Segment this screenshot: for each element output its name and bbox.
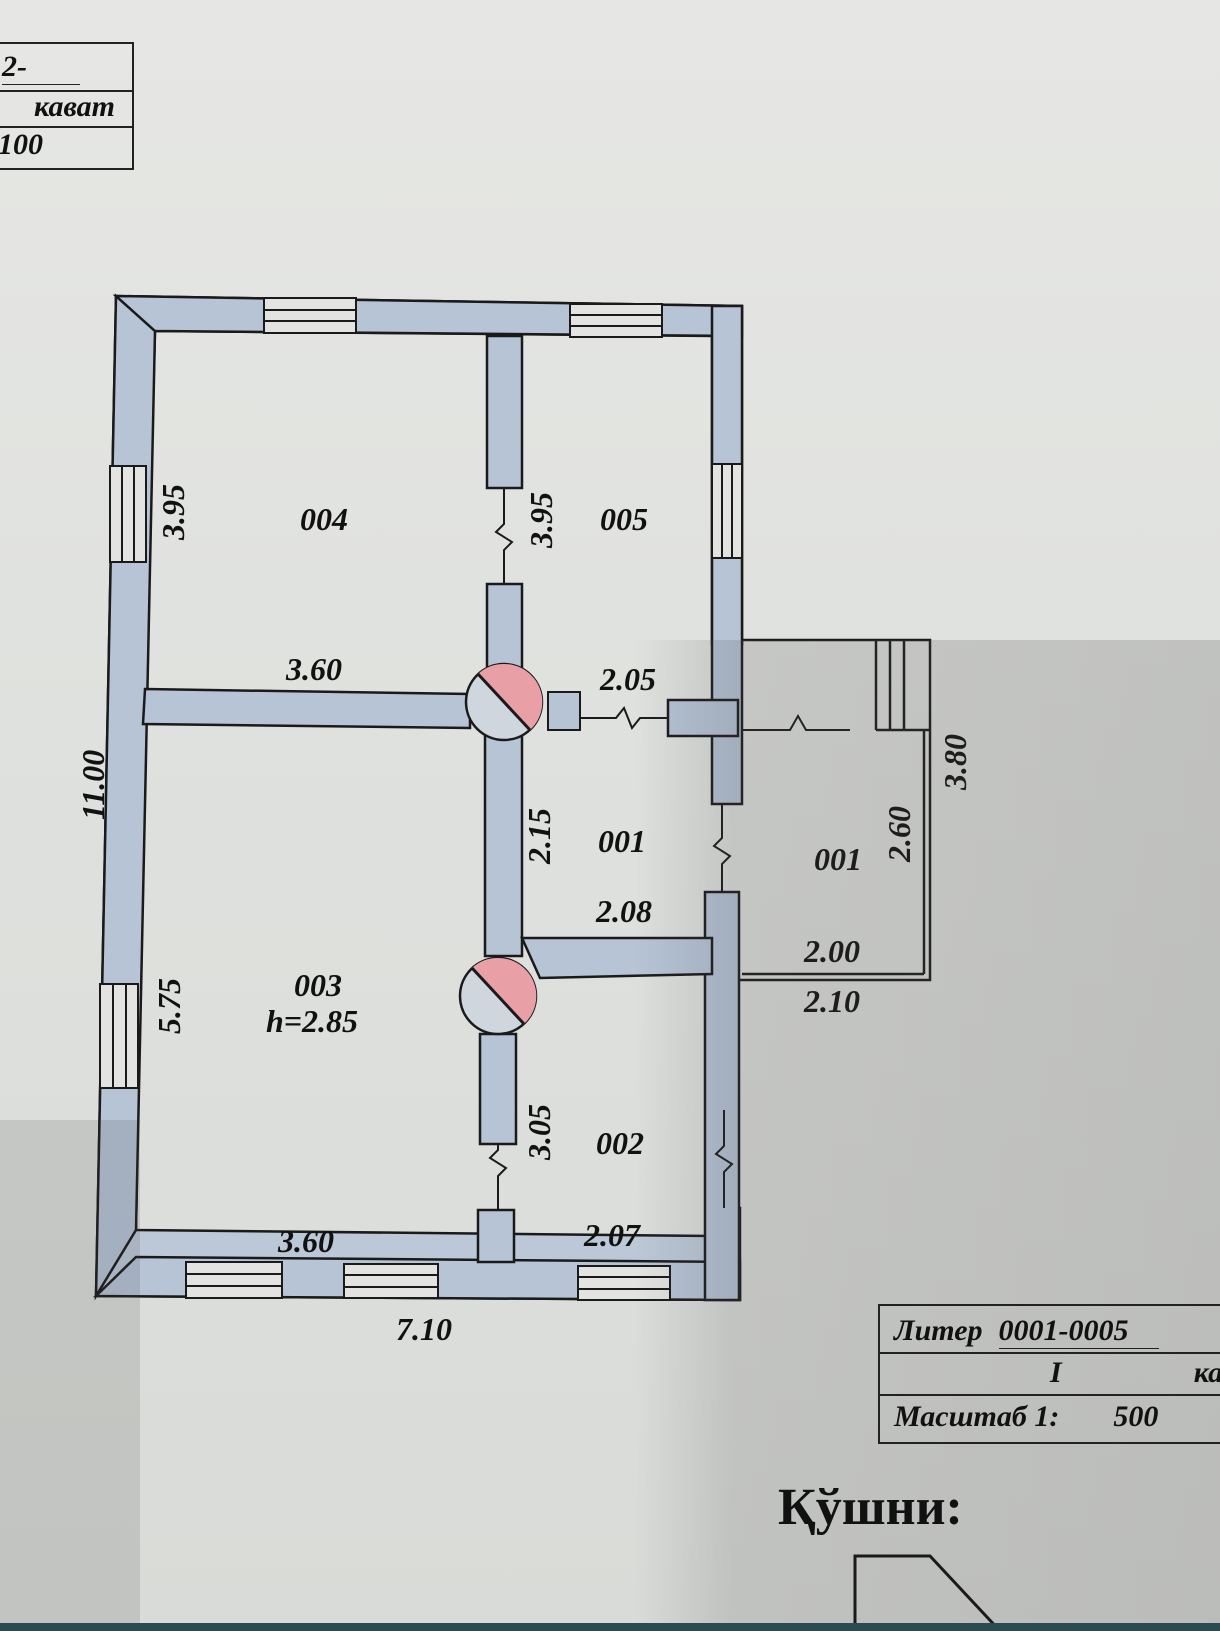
outer-wall <box>94 294 744 1302</box>
top-stamp-line3: 100 <box>0 128 43 161</box>
window-right-1 <box>711 463 743 559</box>
top-stamp-line2: кават <box>34 90 115 123</box>
dim-total-width: 7.10 <box>396 1311 452 1347</box>
dim-room003-height: 5.75 <box>151 978 187 1034</box>
windows <box>99 297 743 1301</box>
liter-label: Литер <box>894 1314 983 1347</box>
dim-porch-inner-height: 2.60 <box>881 806 917 863</box>
porch-stairs <box>874 640 930 732</box>
dim-porch-outer-width: 2.10 <box>803 983 860 1019</box>
liter-value: 0001-0005 <box>998 1314 1159 1349</box>
dim-porch-inner-width: 2.00 <box>803 933 860 969</box>
room-001b-label: 001 <box>814 841 862 877</box>
dim-room004-width: 3.60 <box>285 651 342 687</box>
door-porch <box>742 713 850 731</box>
dim-room003-width: 3.60 <box>277 1223 334 1259</box>
wall-005-001 <box>666 698 740 738</box>
dim-room004-height: 3.95 <box>155 484 191 541</box>
door-001-top <box>580 706 668 730</box>
window-left-2 <box>99 983 139 1089</box>
room-004-label: 004 <box>300 501 348 537</box>
wall-003-002-lower <box>478 1032 518 1146</box>
door-002-right <box>714 1110 734 1208</box>
room-001a-label: 001 <box>598 823 646 859</box>
wall-003-002-bottom <box>476 1208 516 1264</box>
scale-value: 500 <box>1113 1400 1159 1433</box>
window-top-1 <box>263 297 357 334</box>
floor-value: I <box>1050 1356 1062 1389</box>
scale-label: Масштаб 1: <box>894 1400 1060 1433</box>
dim-room002-width: 2.07 <box>583 1217 642 1253</box>
wall-003-001 <box>483 726 524 958</box>
dim-porch-outer-height: 3.80 <box>937 734 973 791</box>
top-stamp: 2- кават 100 <box>0 42 134 170</box>
stove-upper <box>464 662 581 742</box>
wall-004-005-top <box>485 334 524 490</box>
window-bottom-1 <box>185 1261 283 1299</box>
window-bottom-2 <box>343 1263 439 1299</box>
dim-room001-height: 2.15 <box>521 808 557 865</box>
door-001-right <box>712 804 732 892</box>
floor-suffix: ка <box>1193 1356 1220 1389</box>
room-003-label: 003 <box>294 967 342 1003</box>
neighbor-label: Қўшни: <box>778 1479 963 1536</box>
window-bottom-3 <box>577 1265 671 1301</box>
dim-room005-height: 3.95 <box>523 492 559 549</box>
window-top-2 <box>569 303 663 338</box>
wall-001-002 <box>520 936 714 980</box>
room-005-label: 005 <box>600 501 648 537</box>
door-004-005 <box>494 488 514 584</box>
top-stamp-line1: 2- <box>2 50 80 85</box>
room-002-label: 002 <box>596 1125 644 1161</box>
bottom-stamp: Литер 0001-0005 Iка Масштаб 1: 500 <box>878 1304 1220 1444</box>
dim-room001-width: 2.08 <box>595 893 652 929</box>
dim-total-height: 11.00 <box>75 750 111 820</box>
walls <box>92 293 744 1302</box>
bottom-strip <box>0 1623 1220 1631</box>
room-003-height: h=2.85 <box>266 1003 358 1039</box>
dim-room002-height: 3.05 <box>521 1104 557 1161</box>
porch <box>740 638 932 982</box>
stove-lower <box>458 956 538 1036</box>
dim-room005-width: 2.05 <box>599 661 656 697</box>
window-left-1 <box>109 465 147 563</box>
doors <box>488 488 850 1210</box>
porch-outline <box>740 638 932 982</box>
wall-004-003 <box>141 687 472 730</box>
door-002-left <box>488 1144 508 1210</box>
